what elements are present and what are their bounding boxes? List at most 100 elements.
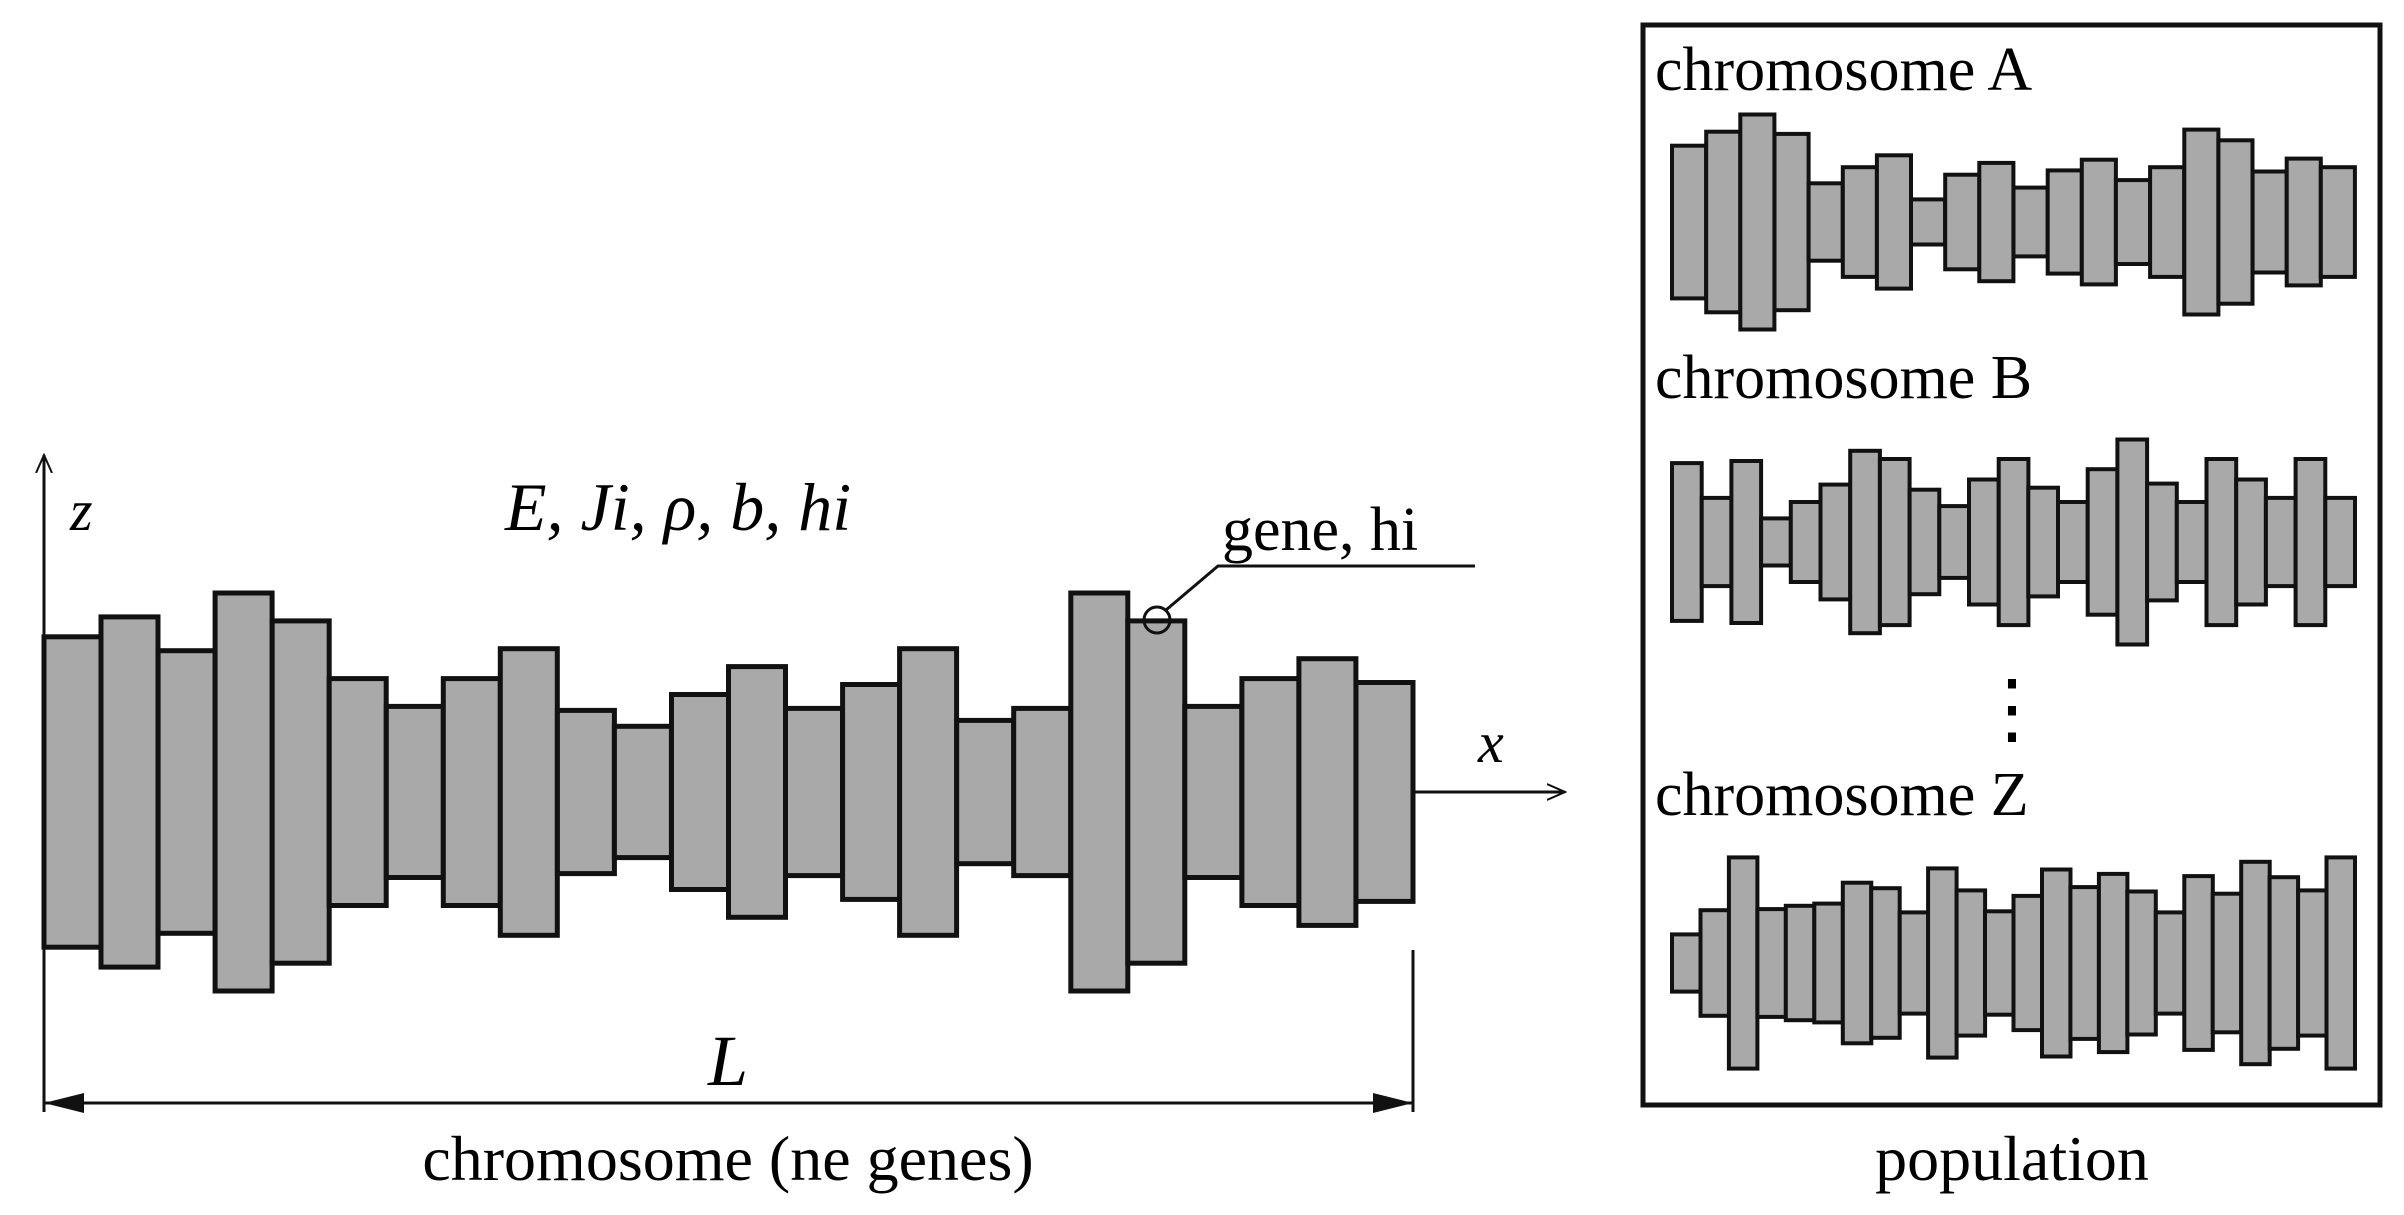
population-chromosome-3-gene-13 (2011, 893, 2044, 1033)
population-chromosome-2-gene-9 (1907, 487, 1942, 597)
chromosome-caption: chromosome (ne genes) (422, 1123, 1033, 1194)
population-chromosome-2-gene-15 (2085, 467, 2120, 617)
population-chromosome-3-gene-20 (2210, 891, 2244, 1035)
population-chromosome-label: chromosome B (1655, 344, 2032, 412)
population-chromosome-1-gene-12 (2045, 168, 2084, 276)
population-chromosome-label: chromosome A (1655, 36, 2032, 104)
population-chromosome-2-gene-16 (2115, 437, 2150, 647)
population-chromosome-1 (1670, 112, 2357, 332)
population-chromosome-2-gene-2 (1699, 495, 1734, 589)
main-chromosome-gene-22 (1239, 676, 1302, 908)
population-chromosome-1-gene-20 (2318, 165, 2357, 279)
population-chromosome-1-gene-8 (1909, 197, 1948, 247)
population-chromosome-1-gene-5 (1806, 181, 1845, 263)
population-chromosome-3 (1670, 855, 2357, 1071)
population-chromosome-1-gene-15 (2148, 165, 2187, 279)
population-chromosomes: chromosome A chromosome B chromosome Z (1655, 36, 2358, 1071)
parameter-label: E, Ji, ρ, b, hi (504, 469, 851, 545)
population-chromosome-3-gene-3 (1726, 855, 1760, 1071)
population-chromosome-3-gene-12 (1983, 909, 2016, 1017)
main-chromosome-gene-6 (326, 676, 389, 908)
population-chromosome-1-gene-2 (1704, 129, 1743, 315)
population-chromosome-1-gene-6 (1840, 165, 1879, 279)
main-chromosome-gene-24 (1353, 680, 1416, 904)
population-chromosome-2-gene-23 (2323, 495, 2358, 589)
population-chromosome-3-gene-7 (1840, 880, 1874, 1046)
population-panel: chromosome A chromosome B chromosome Z ⋮ p… (1640, 22, 2383, 1194)
population-chromosome-3-gene-10 (1926, 866, 1959, 1060)
main-chromosome-genes (41, 590, 1416, 994)
main-chromosome-gene-19 (1068, 590, 1131, 994)
main-chromosome-gene-11 (611, 723, 674, 861)
main-chromosome-gene-13 (726, 664, 788, 920)
population-chromosome-3-gene-23 (2296, 888, 2329, 1038)
population-chromosome-3-gene-18 (2153, 910, 2187, 1016)
population-chromosome-3-gene-2 (1698, 908, 1731, 1018)
population-chromosome-3-gene-15 (2068, 885, 2101, 1041)
population-chromosome-label: chromosome Z (1655, 761, 2029, 829)
population-chromosome-3-gene-8 (1869, 886, 1902, 1040)
main-chromosome-gene-17 (954, 717, 1017, 867)
population-chromosome-1-gene-14 (2113, 178, 2152, 267)
population-chromosome-2-gene-13 (2026, 485, 2061, 599)
population-chromosome-3-gene-24 (2324, 855, 2357, 1071)
x-axis-label: x (1477, 710, 1504, 775)
population-chromosome-3-gene-14 (2040, 867, 2073, 1059)
main-chromosome-gene-9 (497, 646, 560, 938)
population-chromosome-2-gene-21 (2263, 495, 2298, 589)
population-chromosome-2-gene-17 (2145, 481, 2179, 603)
population-chromosome-2-gene-20 (2234, 477, 2268, 607)
population-chromosome-2-gene-19 (2204, 457, 2239, 628)
population-chromosome-1-gene-18 (2250, 169, 2289, 275)
population-chromosome-2-gene-1 (1670, 461, 1704, 623)
main-chromosome-gene-18 (1011, 705, 1074, 879)
population-chromosome-3-gene-22 (2267, 875, 2301, 1051)
population-caption: population (1875, 1123, 2149, 1194)
main-chromosome-gene-23 (1296, 656, 1359, 928)
population-chromosome-2-gene-18 (2174, 500, 2209, 584)
population-chromosome-2-gene-12 (1996, 457, 2031, 628)
population-chromosome-3-gene-4 (1755, 907, 1788, 1019)
population-chromosome-3-gene-17 (2125, 889, 2158, 1037)
population-chromosome-3-gene-16 (2096, 871, 2130, 1055)
z-axis-label: z (69, 478, 93, 543)
population-ellipsis: ⋮ (1973, 665, 2051, 752)
population-chromosome-1-gene-7 (1874, 153, 1914, 291)
population-chromosome-1-gene-17 (2216, 138, 2255, 306)
population-chromosome-3-gene-9 (1897, 910, 1931, 1016)
population-chromosome-2-gene-7 (1848, 448, 1882, 636)
main-chromosome-gene-12 (669, 692, 731, 892)
population-chromosome-1-gene-13 (2079, 157, 2118, 287)
population-chromosome-2-gene-11 (1967, 477, 2001, 607)
main-chromosome-gene-3 (155, 648, 218, 936)
population-chromosome-1-gene-19 (2284, 156, 2323, 288)
chromosome-diagram: z x E, Ji, ρ, b, hi gene, hi L chromosom… (44, 455, 1565, 1194)
population-chromosome-2-gene-14 (2056, 500, 2090, 584)
population-chromosome-2-gene-22 (2293, 457, 2328, 628)
main-chromosome-gene-14 (783, 705, 845, 879)
population-chromosome-2-gene-4 (1759, 516, 1793, 568)
main-chromosome-gene-4 (212, 590, 275, 994)
population-chromosome-3-gene-11 (1954, 888, 1988, 1038)
population-chromosome-1-gene-4 (1772, 131, 1811, 313)
population-chromosome-2-gene-8 (1877, 457, 1912, 628)
population-chromosome-2-gene-6 (1818, 482, 1853, 602)
main-chromosome-gene-20 (1125, 618, 1188, 966)
main-chromosome-gene-21 (1182, 703, 1245, 881)
population-frame (1640, 22, 2383, 1108)
main-chromosome-gene-8 (440, 676, 503, 908)
population-chromosome-3-gene-21 (2239, 859, 2272, 1067)
main-chromosome-gene-16 (897, 646, 960, 938)
main-chromosome-gene-7 (383, 703, 446, 881)
population-chromosome-3-gene-6 (1812, 901, 1845, 1025)
main-chromosome-gene-2 (98, 614, 161, 970)
population-chromosome-3-gene-19 (2182, 874, 2215, 1052)
gene-callout-leader (1165, 564, 1475, 612)
gene-callout-marker (1142, 605, 1172, 635)
population-chromosome-2-gene-5 (1788, 500, 1823, 584)
population-chromosome-1-gene-3 (1738, 112, 1777, 332)
population-chromosome-1-gene-9 (1943, 172, 1982, 272)
main-chromosome-gene-5 (269, 618, 332, 966)
population-chromosome-1-gene-11 (2011, 185, 2050, 259)
